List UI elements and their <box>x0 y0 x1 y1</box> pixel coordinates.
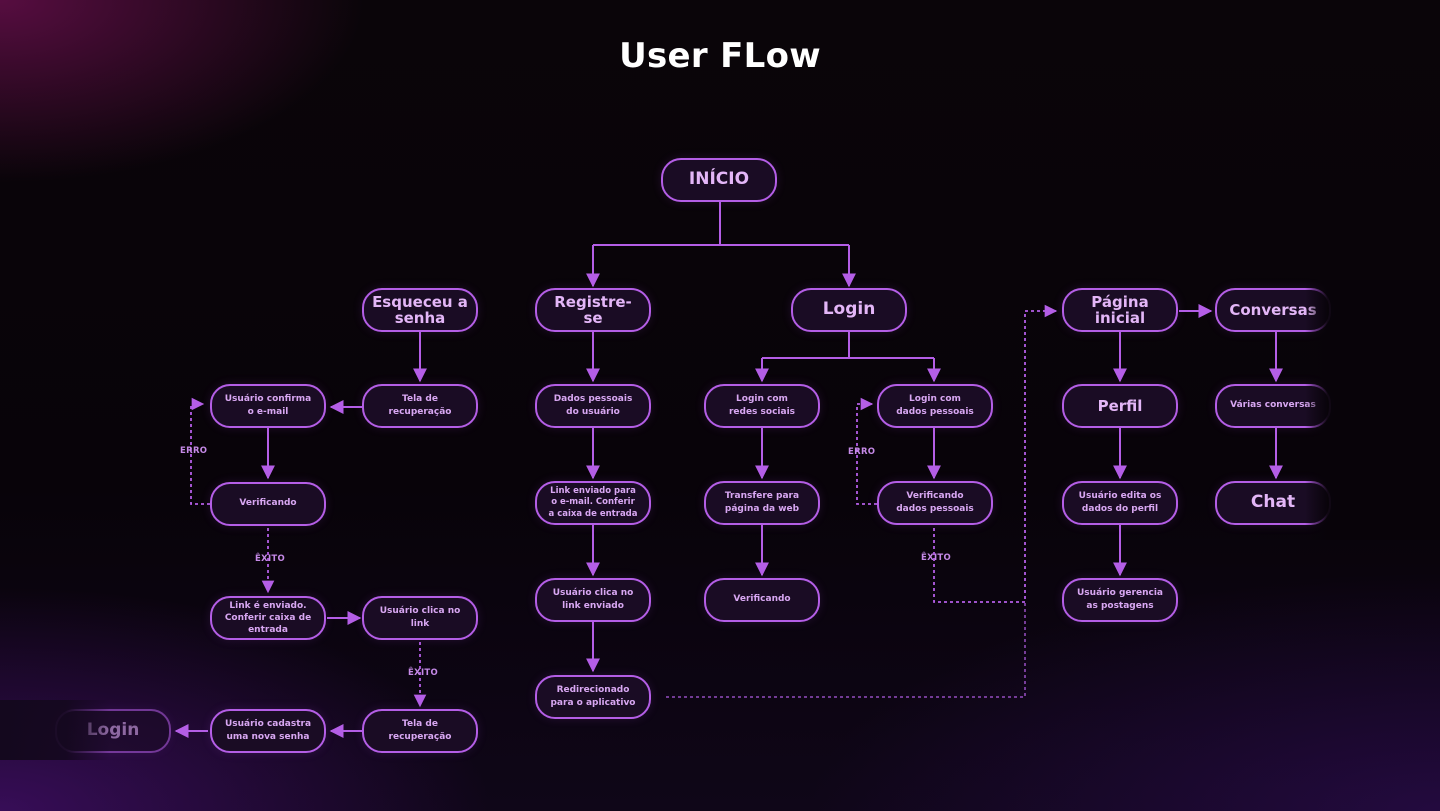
node-usuario-cadastra: Usuário cadastra uma nova senha <box>210 709 326 753</box>
node-usuario-clica-enviado: Usuário clica no link enviado <box>535 578 651 622</box>
diagram-title: User FLow <box>619 36 821 76</box>
label-erro-2: ERRO <box>848 447 876 457</box>
node-login-dados: Login com dados pessoais <box>877 384 993 428</box>
node-chat: Chat <box>1215 481 1331 525</box>
label-erro-1: ERRO <box>180 446 208 456</box>
node-registre-se: Registre-se <box>535 288 651 332</box>
node-varias-conversas: Várias conversas <box>1215 384 1331 428</box>
node-perfil: Perfil <box>1062 384 1178 428</box>
connector-erro-loop-2 <box>856 397 877 505</box>
node-login-redes: Login com redes sociais <box>704 384 820 428</box>
label-exito-2: ÊXITO <box>408 668 439 678</box>
node-tela-recuperacao-1: Tela de recuperação <box>362 384 478 428</box>
node-pagina-inicial: Página inicial <box>1062 288 1178 332</box>
node-transfere: Transfere para página da web <box>704 481 820 525</box>
node-usuario-gerencia: Usuário gerencia as postagens <box>1062 578 1178 622</box>
node-inicio: INÍCIO <box>661 158 777 202</box>
label-exito-3: ÊXITO <box>921 553 952 563</box>
node-redirecionado: Redirecionado para o aplicativo <box>535 675 651 719</box>
node-usuario-confirma: Usuário confirma o e-mail <box>210 384 326 428</box>
label-exito-1: ÊXITO <box>255 554 286 564</box>
node-conversas: Conversas <box>1215 288 1331 332</box>
node-tela-recuperacao-2: Tela de recuperação <box>362 709 478 753</box>
node-dados-pessoais: Dados pessoais do usuário <box>535 384 651 428</box>
connector-erro-loop-1 <box>190 397 210 505</box>
node-verificando-1: Verificando <box>210 482 326 526</box>
connector-verificando-pagina <box>933 304 1058 603</box>
node-usuario-edita: Usuário edita os dados do perfil <box>1062 481 1178 525</box>
node-usuario-clica-link: Usuário clica no link <box>362 596 478 640</box>
node-link-enviado-2: Link enviado para o e-mail. Conferir a c… <box>535 481 651 525</box>
node-login: Login <box>791 288 907 332</box>
connector-to-registre <box>593 244 849 286</box>
node-esqueceu-senha: Esqueceu a senha <box>362 288 478 332</box>
node-verificando-2: Verificando <box>704 578 820 622</box>
node-verificando-dados: Verificando dados pessoais <box>877 481 993 525</box>
connector-to-login-redes <box>762 357 934 381</box>
node-login-final: Login <box>55 709 171 753</box>
node-link-enviado-1: Link é enviado. Conferir caixa de entrad… <box>210 596 326 640</box>
